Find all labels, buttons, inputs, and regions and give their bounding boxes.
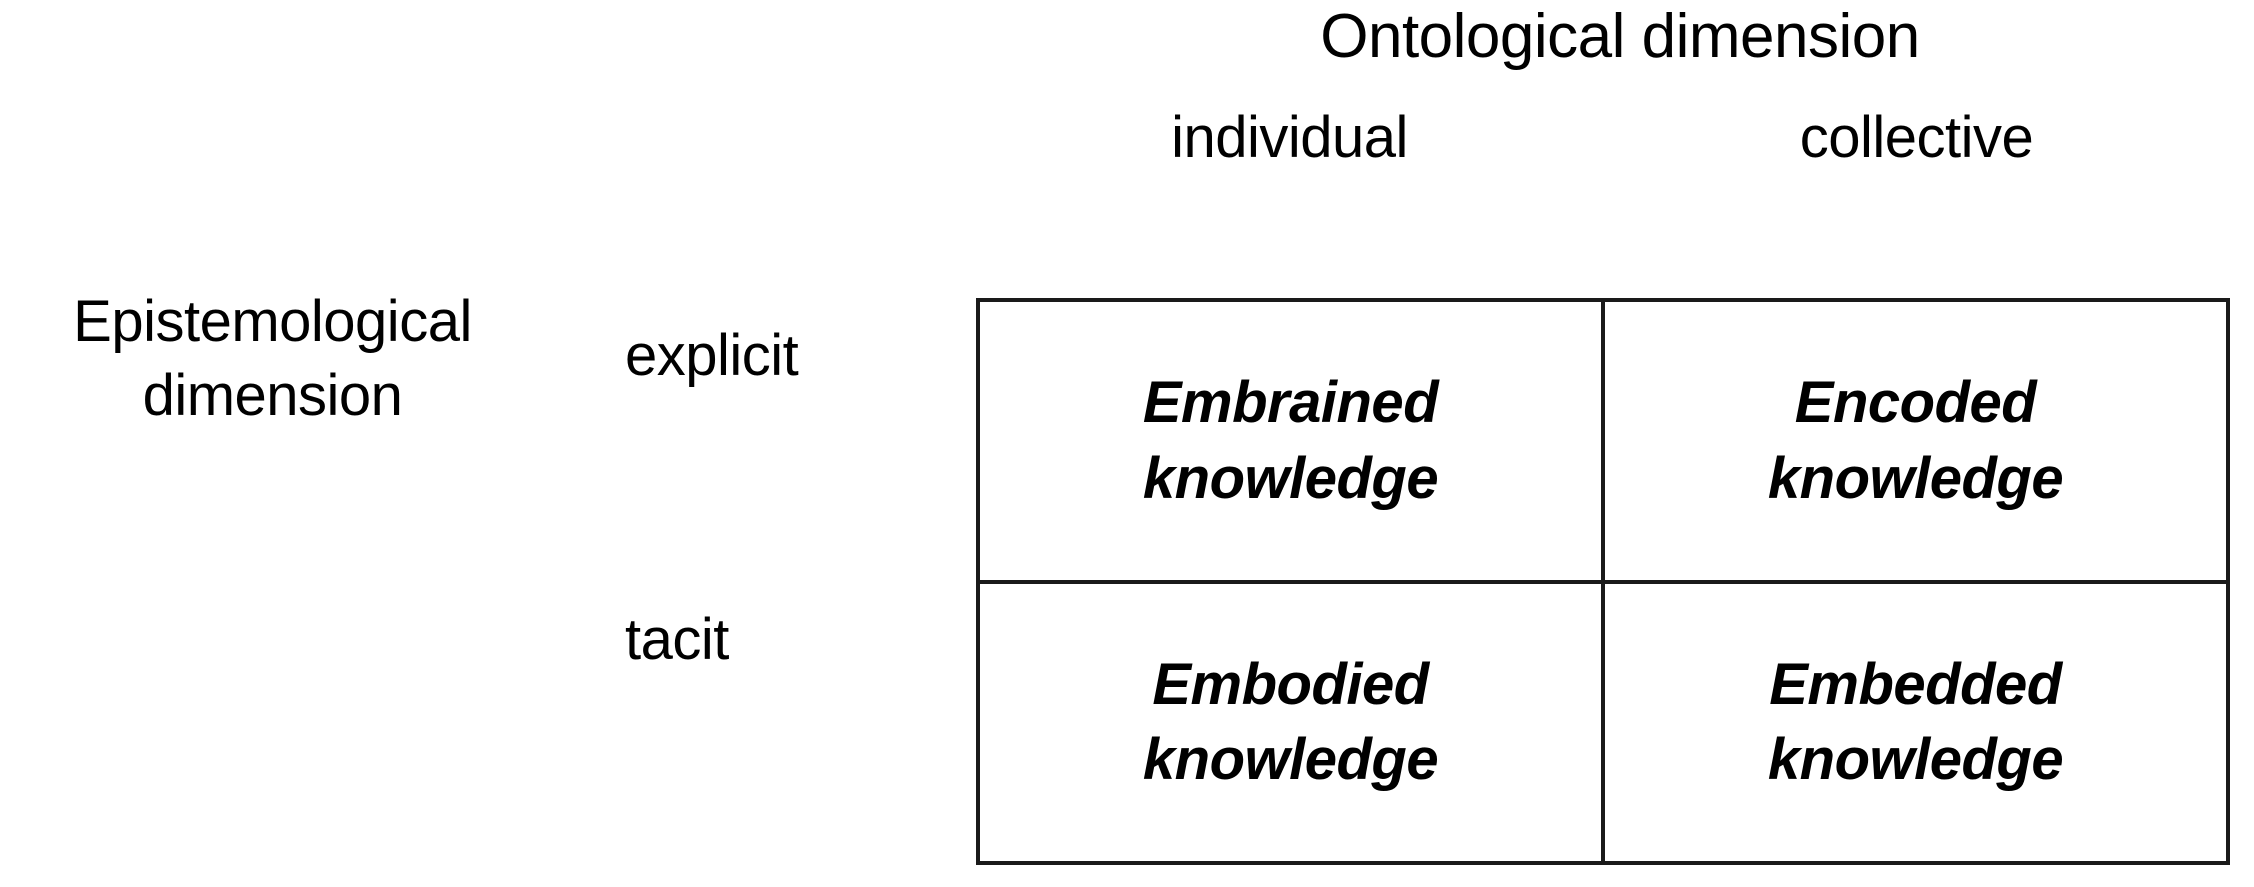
epistemological-dimension-title-line1: Epistemological xyxy=(73,289,472,354)
matrix-cell-embedded-knowledge: Embedded knowledge xyxy=(1605,584,2226,862)
column-header-individual: individual xyxy=(1171,105,1408,170)
cell-word-1: Embodied xyxy=(1152,651,1429,717)
matrix-cell-embrained-knowledge: Embrained knowledge xyxy=(980,302,1605,580)
matrix-cell-embodied-knowledge: Embodied knowledge xyxy=(980,583,1605,861)
row-label-column: explicit tacit xyxy=(560,298,960,865)
matrix-row-tacit: Embodied knowledge Embedded knowledge xyxy=(980,583,2226,862)
row-label-tacit: tacit xyxy=(625,606,729,672)
cell-word-1: Encoded xyxy=(1794,370,2037,436)
cell-word-1: Embedded xyxy=(1769,651,2062,717)
matrix-cell-encoded-knowledge: Encoded knowledge xyxy=(1605,302,2226,580)
cell-text: Embedded knowledge xyxy=(1767,647,2064,798)
cell-word-2: knowledge xyxy=(1767,445,2064,511)
cell-text: Embodied knowledge xyxy=(1142,647,1439,798)
column-header-row: individual collective xyxy=(976,105,2230,170)
cell-word-2: knowledge xyxy=(1142,445,1439,511)
ontological-dimension-title: Ontological dimension xyxy=(1320,2,1920,71)
cell-text: Encoded knowledge xyxy=(1767,365,2064,516)
cell-text: Embrained knowledge xyxy=(1142,365,1439,516)
epistemological-dimension-title: Epistemological dimension xyxy=(0,285,545,433)
knowledge-matrix: Embrained knowledge Encoded knowledge Em… xyxy=(976,298,2230,865)
cell-word-2: knowledge xyxy=(1142,727,1439,793)
row-label-explicit: explicit xyxy=(625,323,799,388)
matrix-row-explicit: Embrained knowledge Encoded knowledge xyxy=(980,302,2226,584)
cell-word-1: Embrained xyxy=(1142,370,1439,436)
column-header-collective: collective xyxy=(1799,105,2034,170)
epistemological-dimension-title-line2: dimension xyxy=(142,363,403,429)
cell-word-2: knowledge xyxy=(1767,727,2064,793)
